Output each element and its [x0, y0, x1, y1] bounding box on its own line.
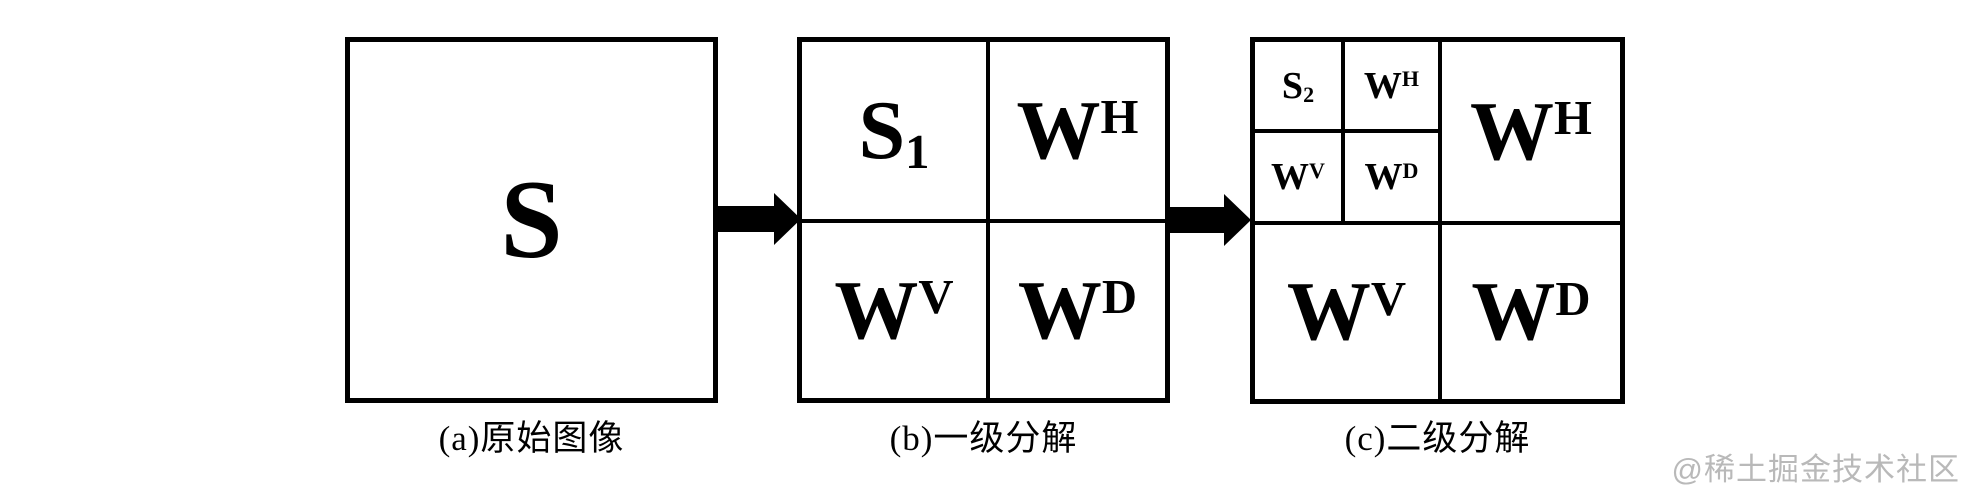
- cell-s1-subscript: 1: [905, 125, 930, 180]
- subcell-wv-base: W: [1271, 156, 1310, 198]
- cell-s1-base: S: [858, 83, 906, 177]
- panel-c-sub-horizontal-divider: [1255, 129, 1438, 133]
- panel-c-square: S2 WH WV WD WH WV WD: [1250, 37, 1625, 404]
- panel-a-square: S: [345, 37, 718, 403]
- cell-wv-level1-superscript: V: [1370, 271, 1407, 326]
- subcell-s2-subscript: 2: [1303, 82, 1315, 108]
- cell-wv-base: W: [834, 263, 919, 357]
- subcell-wh-base: W: [1363, 64, 1402, 107]
- panel-c-vertical-divider: [1438, 42, 1442, 399]
- cell-wh: WH: [990, 42, 1165, 219]
- subcell-wv-superscript: V: [1309, 157, 1325, 183]
- cell-s-base: S: [500, 158, 563, 282]
- subcell-wv-label: WV: [1271, 158, 1325, 196]
- cell-wv: WV: [802, 223, 986, 398]
- subcell-wd-base: W: [1364, 156, 1403, 198]
- cell-wd-base: W: [1017, 263, 1102, 357]
- cell-wd: WD: [990, 223, 1165, 398]
- caption-c: (c)二级分解: [1344, 419, 1531, 458]
- watermark: @稀土掘金技术社区: [1671, 452, 1960, 487]
- cell-wv-label: WV: [834, 268, 954, 353]
- arrow-head: [774, 193, 801, 245]
- cell-wd-level1-base: W: [1471, 265, 1556, 358]
- cell-wh-level1: WH: [1442, 42, 1620, 221]
- cell-wh-superscript: H: [1100, 90, 1139, 145]
- cell-wh-level1-base: W: [1470, 84, 1555, 178]
- arrow-shaft: [718, 206, 776, 232]
- cell-s-label: S: [500, 164, 562, 276]
- panel-c-horizontal-divider: [1255, 221, 1620, 225]
- subcell-wv: WV: [1255, 133, 1341, 221]
- cell-wh-level1-superscript: H: [1554, 91, 1592, 146]
- cell-wd-superscript: D: [1101, 270, 1138, 325]
- subcell-wh-superscript: H: [1401, 66, 1420, 92]
- cell-wv-level1: WV: [1255, 225, 1438, 399]
- cell-s1-label: S1: [858, 88, 929, 177]
- cell-s1: S1: [802, 42, 986, 219]
- subcell-s2-label: S2: [1281, 64, 1315, 108]
- panel-b-horizontal-divider: [802, 219, 1165, 223]
- panel-b-square: S1 WH WV WD: [797, 37, 1170, 403]
- cell-wv-superscript: V: [918, 270, 954, 325]
- caption-b: (b)一级分解: [889, 419, 1078, 458]
- caption-a: (a)原始图像: [438, 419, 625, 458]
- cell-wd-level1-superscript: D: [1555, 271, 1591, 326]
- subcell-s2-base: S: [1281, 64, 1304, 107]
- cell-wh-level1-label: WH: [1470, 89, 1592, 174]
- cell-wh-base: W: [1016, 83, 1101, 177]
- flow-arrow-icon: [718, 193, 801, 245]
- subcell-wh: WH: [1345, 42, 1438, 129]
- cell-wd-level1-label: WD: [1471, 270, 1590, 354]
- arrow-head: [1224, 194, 1251, 246]
- subcell-wd-superscript: D: [1402, 157, 1419, 183]
- arrow-shaft: [1170, 207, 1226, 233]
- subcell-wd: WD: [1345, 133, 1438, 221]
- flow-arrow-icon: [1170, 194, 1251, 246]
- cell-wh-label: WH: [1017, 88, 1139, 173]
- cell-wd-level1: WD: [1442, 225, 1620, 399]
- subcell-wd-label: WD: [1365, 158, 1419, 196]
- subcell-s2: S2: [1255, 42, 1341, 129]
- cell-wv-level1-base: W: [1286, 265, 1371, 358]
- cell-wd-label: WD: [1018, 268, 1138, 353]
- cell-wv-level1-label: WV: [1287, 270, 1406, 354]
- cell-s: S: [350, 42, 713, 398]
- subcell-wh-label: WH: [1364, 67, 1419, 105]
